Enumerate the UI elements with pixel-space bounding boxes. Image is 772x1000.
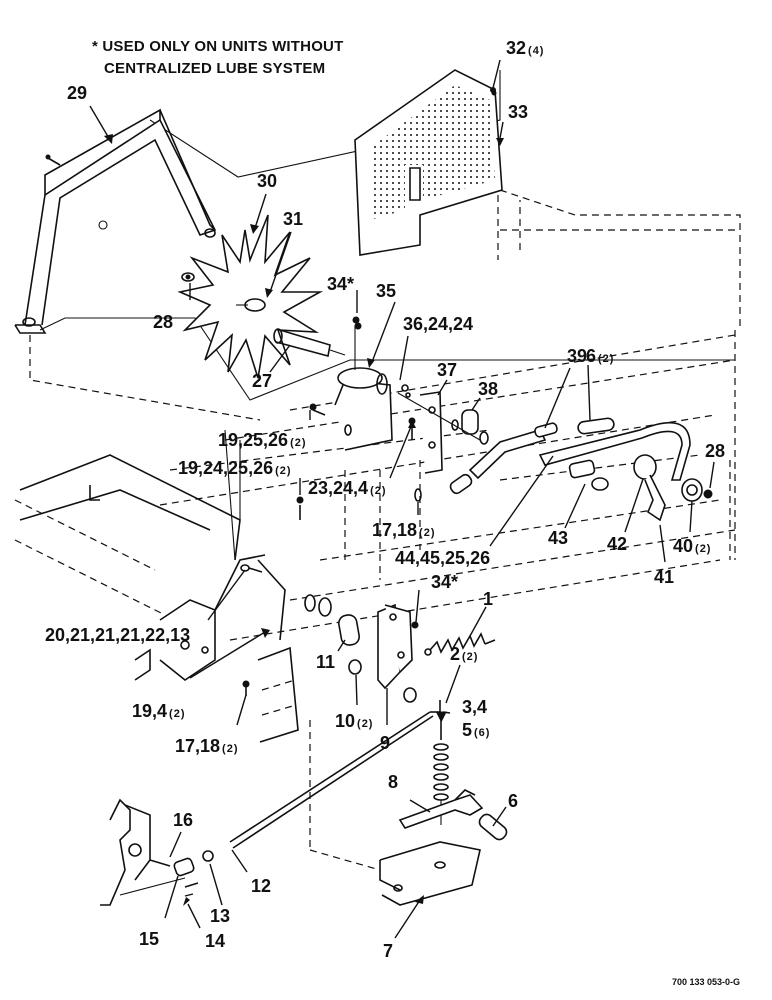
callout-31: 31 [283, 209, 303, 229]
callout-33: 33 [508, 102, 528, 122]
callout-6-upper: 6(2) [586, 346, 614, 366]
callout-38: 38 [478, 379, 498, 399]
washer-stack-5 [433, 711, 449, 825]
callout-1: 1 [483, 589, 493, 609]
callout-40: 40(2) [673, 536, 711, 556]
callout-32: 32(4) [506, 38, 544, 58]
arm-assembly-9 [304, 594, 419, 703]
callout-27: 27 [252, 371, 272, 391]
pedal-lever-8 [398, 789, 508, 841]
callout-28-upper: 28 [153, 312, 173, 332]
callout-35: 35 [376, 281, 396, 301]
callout-29: 29 [67, 83, 87, 103]
small-hardware [45, 90, 497, 696]
callout-9: 9 [380, 733, 390, 753]
shaft-27 [273, 328, 346, 357]
callout-36-24-24: 36,24,24 [403, 314, 473, 334]
callout-2: 2(2) [450, 644, 478, 664]
callout-17-18-upper: 17,18(2) [372, 520, 436, 540]
callout-17-18-lower: 17,18(2) [175, 736, 239, 756]
lower-left-frame [14, 454, 266, 681]
star-wheel-30 [177, 214, 324, 379]
lower-linkage [100, 798, 214, 906]
callout-8: 8 [388, 772, 398, 792]
callout-30: 30 [257, 171, 277, 191]
handle-39 [449, 422, 558, 495]
arm-plate-37 [419, 391, 443, 474]
callout-34-upper: 34* [327, 274, 354, 294]
callout-44-45-25-26: 44,45,25,26 [395, 548, 490, 568]
callout-3-4: 3,4 [462, 697, 487, 717]
callout-43: 43 [548, 528, 568, 548]
callout-15: 15 [139, 929, 159, 949]
callout-14: 14 [205, 931, 225, 951]
leader-lines [89, 59, 715, 939]
vertical-bracket [240, 559, 299, 743]
callout-16: 16 [173, 810, 193, 830]
callout-28-right: 28 [705, 441, 725, 461]
callout-7: 7 [383, 941, 393, 961]
callout-39: 39 [567, 346, 587, 366]
callout-19-25-26: 19,25,26(2) [218, 430, 307, 450]
callout-42: 42 [607, 534, 627, 554]
spring-1 [424, 632, 496, 656]
document-number: 700 133 053-0-G [672, 977, 741, 987]
base-plate-7 [309, 841, 481, 906]
callout-41: 41 [654, 567, 674, 587]
callout-labels: 32(4) 33 29 30 31 28 27 34* 35 36,24,24 … [45, 38, 725, 961]
callout-20-21-21-21-22-13: 20,21,21,21,22,13 [45, 625, 190, 645]
roller-38 [397, 392, 489, 445]
callout-12: 12 [251, 876, 271, 896]
callout-11: 11 [316, 652, 335, 672]
callout-19-24-25-26: 19,24,25,26(2) [178, 458, 292, 478]
callout-23-24-4: 23,24,4(2) [308, 478, 387, 498]
long-rod-12 [229, 700, 441, 849]
rod-assembly [538, 421, 713, 522]
callout-10: 10(2) [335, 711, 373, 731]
callout-5: 5(6) [462, 720, 490, 740]
callout-34-lower: 34* [431, 572, 458, 592]
usage-note-line1: * USED ONLY ON UNITS WITHOUT [92, 38, 344, 55]
callout-19-4: 19,4(2) [132, 701, 186, 721]
callout-37: 37 [437, 360, 457, 380]
pivot-bracket-35 [334, 316, 393, 451]
perforated-shield-33 [354, 69, 503, 256]
callout-6-lower: 6 [508, 791, 518, 811]
callout-13: 13 [210, 906, 230, 926]
grip-6-upper [577, 417, 615, 435]
usage-note: * USED ONLY ON UNITS WITHOUT CENTRALIZED… [92, 36, 343, 80]
usage-note-line2: CENTRALIZED LUBE SYSTEM [104, 60, 326, 77]
frame-arch-29 [14, 108, 217, 334]
